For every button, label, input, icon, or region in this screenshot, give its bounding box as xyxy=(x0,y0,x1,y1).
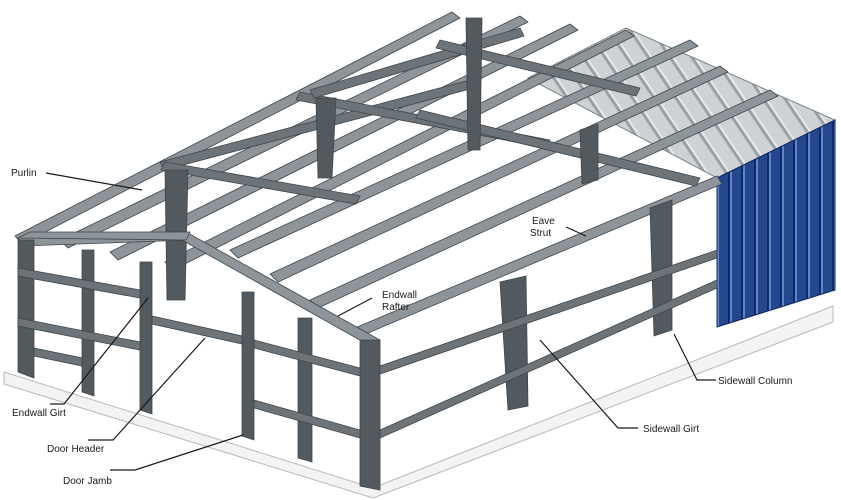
leader-lines xyxy=(45,172,716,471)
concrete-slab xyxy=(3,305,834,499)
label-door-jamb: Door Jamb xyxy=(63,476,112,487)
steel-frame xyxy=(14,11,779,491)
label-endwall-girt: Endwall Girt xyxy=(12,408,66,419)
label-eave-strut-line2: Strut xyxy=(530,228,551,239)
wall-cladding xyxy=(716,119,836,328)
label-sidewall-girt: Sidewall Girt xyxy=(643,424,699,435)
label-door-header: Door Header xyxy=(47,444,105,455)
label-purlin: Purlin xyxy=(11,168,37,179)
label-endwall-rafter-line2: Rafter xyxy=(382,302,410,313)
label-eave-strut-line1: Eave xyxy=(532,216,555,227)
label-sidewall-column: Sidewall Column xyxy=(718,376,792,387)
label-endwall-rafter-line1: Endwall xyxy=(382,290,417,301)
